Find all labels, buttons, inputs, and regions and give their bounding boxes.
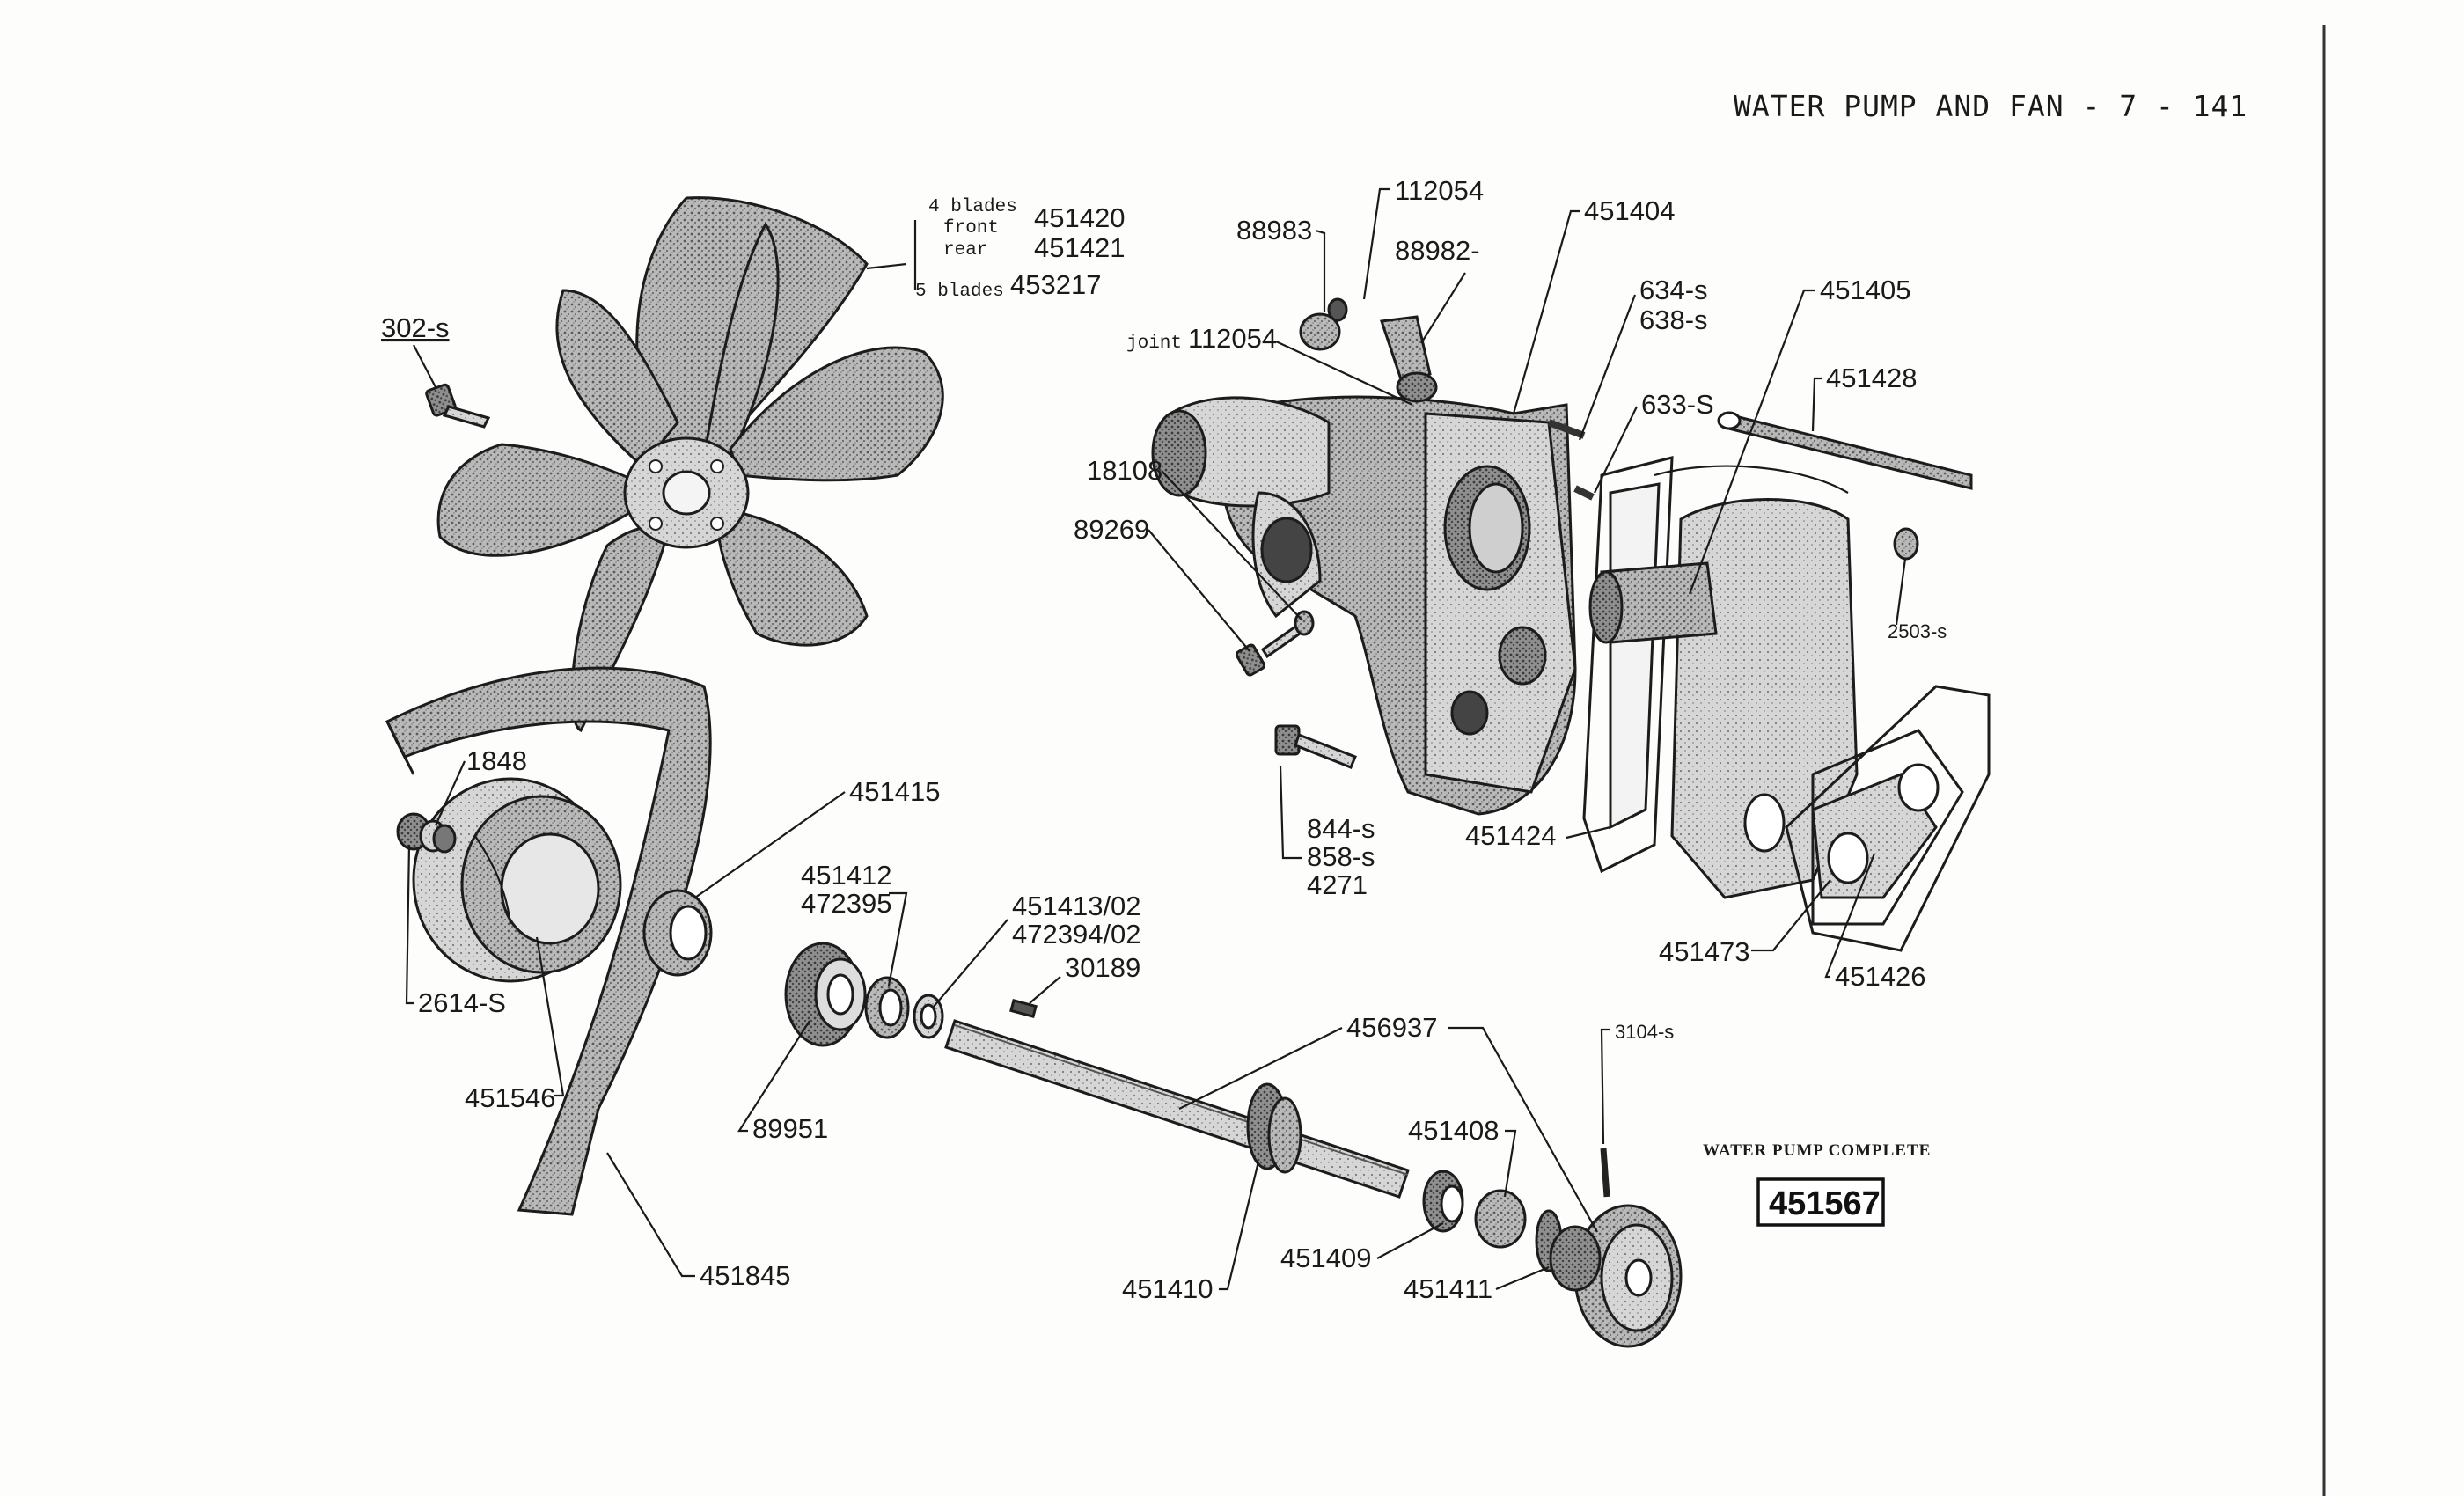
fan-note-blades-4: 4 blades xyxy=(928,197,1017,217)
callout-472395: 472395 xyxy=(801,888,891,919)
callout-633-s: 633-S xyxy=(1641,389,1714,420)
callout-30189: 30189 xyxy=(1065,952,1140,983)
callout-451408: 451408 xyxy=(1408,1115,1499,1146)
pin-3104-s xyxy=(1600,1148,1610,1198)
fan-blade xyxy=(715,509,869,647)
callout-451415: 451415 xyxy=(849,776,940,807)
fan-variants-note: 4 blades front 451420 rear 451421 5 blad… xyxy=(866,197,1125,302)
callout-89951: 89951 xyxy=(752,1113,828,1144)
callout-302-s: 302-s xyxy=(381,312,450,343)
fan-note-five-part: 453217 xyxy=(1010,269,1101,300)
callout-451412: 451412 xyxy=(801,860,891,891)
callout-858-s: 858-s xyxy=(1307,841,1375,872)
callout-451404: 451404 xyxy=(1584,195,1675,226)
callout-451409: 451409 xyxy=(1280,1243,1371,1273)
caption-water-pump-complete: WATER PUMP COMPLETE xyxy=(1703,1141,1931,1160)
callout-451405: 451405 xyxy=(1820,275,1910,305)
fan-note-blades-5: 5 blades xyxy=(915,282,1004,302)
drain-bolt-89269 xyxy=(1235,610,1315,677)
shaft-seal-stack xyxy=(1422,1170,1563,1272)
ring-451415 xyxy=(642,889,713,977)
key-30189 xyxy=(1009,999,1038,1018)
stud-634-s xyxy=(1547,419,1586,439)
gasket-451424 xyxy=(1582,456,1674,874)
callout-1848: 1848 xyxy=(466,745,527,776)
pump-body-451404 xyxy=(1151,395,1577,816)
callout-456937: 456937 xyxy=(1346,1012,1437,1043)
part-number-box xyxy=(1756,1177,1885,1227)
callout-638-s: 638-s xyxy=(1639,304,1708,335)
gasket-451473 xyxy=(1811,729,1964,926)
fan-hub-bore xyxy=(662,470,711,516)
callout-451428: 451428 xyxy=(1826,363,1917,393)
nut-and-washer xyxy=(396,812,457,854)
callout-4271: 4271 xyxy=(1307,869,1368,900)
fan-note-rear-part: 451421 xyxy=(1034,232,1125,263)
callout-451546: 451546 xyxy=(465,1082,555,1113)
plate-gaskets xyxy=(1785,685,1991,952)
callout-3104-s: 3104-s xyxy=(1615,1021,1674,1043)
fan-blade xyxy=(729,346,944,482)
fan-note-front-label: front xyxy=(943,218,999,238)
callout-451473: 451473 xyxy=(1659,936,1749,967)
fan-blade xyxy=(436,443,654,557)
callout-451845: 451845 xyxy=(700,1260,790,1291)
fan-note-front-part: 451420 xyxy=(1034,202,1125,233)
callout-2614-s: 2614-S xyxy=(418,987,506,1018)
callout-451424: 451424 xyxy=(1465,820,1556,851)
grease-fittings xyxy=(1299,297,1438,403)
nut-2503-s xyxy=(1893,527,1919,561)
front-bearing-stack xyxy=(784,942,944,1047)
fan-blade xyxy=(702,222,780,459)
callout-88983: 88983 xyxy=(1236,215,1312,246)
callout-472394: 472394/02 xyxy=(1012,919,1141,950)
callout-88982: 88982- xyxy=(1395,235,1480,266)
caption-part-number: 451567 xyxy=(1769,1185,1881,1222)
callout-451413: 451413/02 xyxy=(1012,891,1141,921)
pump-cover-451405 xyxy=(1588,465,1859,899)
mount-bolt-844-s xyxy=(1274,724,1357,769)
callout-112054-top: 112054 xyxy=(1395,175,1484,206)
impeller xyxy=(1549,1204,1683,1348)
fan-note-rear-label: rear xyxy=(943,240,987,260)
fan-blade xyxy=(555,289,679,469)
callout-634-s: 634-s xyxy=(1639,275,1708,305)
callout-451410: 451410 xyxy=(1122,1273,1213,1304)
callout-18108: 18108 xyxy=(1087,455,1162,486)
callout-89269: 89269 xyxy=(1074,514,1149,545)
pump-shaft-456937 xyxy=(944,1019,1410,1199)
callout-451426: 451426 xyxy=(1835,961,1925,992)
fan-blade-assembly xyxy=(436,196,944,733)
stud-633-s xyxy=(1573,485,1595,501)
bolt-302-s xyxy=(425,383,491,429)
callout-joint-label: joint xyxy=(1126,334,1182,354)
pulley-451546 xyxy=(412,777,622,983)
pump-body-inlet xyxy=(1169,396,1331,508)
callout-451411: 451411 xyxy=(1404,1273,1492,1304)
callout-112054-joint: 112054 xyxy=(1188,323,1277,354)
retaining-strap-451428 xyxy=(1717,411,1973,490)
page-header-title: WATER PUMP AND FAN - 7 - 141 xyxy=(1734,89,2248,123)
callout-844-s: 844-s xyxy=(1307,813,1375,844)
